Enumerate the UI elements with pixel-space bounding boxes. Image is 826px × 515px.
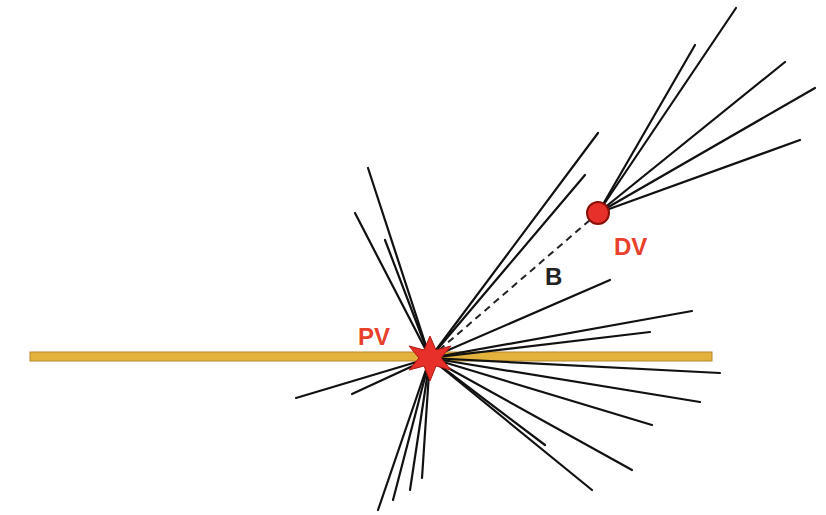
displaced-tracks	[598, 8, 815, 213]
b-flight-path	[430, 213, 598, 358]
displaced-vertex-dot	[587, 202, 609, 224]
particle-label: B	[543, 264, 564, 290]
beam-line	[30, 352, 712, 361]
vertex-label: DV	[612, 234, 649, 260]
primary-vertex-star	[409, 336, 451, 381]
vertex-label: PV	[356, 324, 392, 350]
prompt-tracks	[296, 133, 720, 510]
